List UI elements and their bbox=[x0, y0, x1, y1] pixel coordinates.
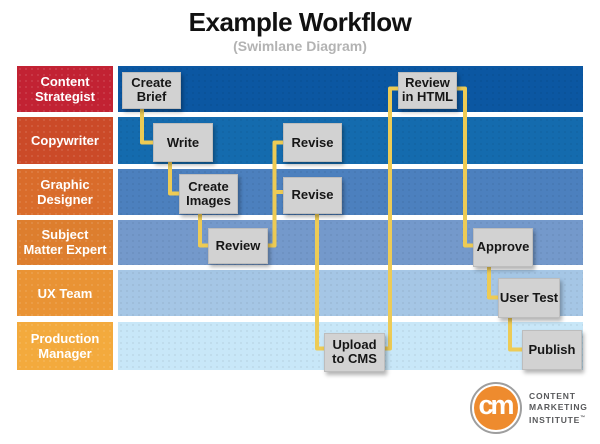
cmi-word-content: CONTENT bbox=[529, 390, 576, 401]
connector-write-to-create-images bbox=[168, 162, 179, 196]
task-create-images: Create Images bbox=[179, 174, 238, 214]
connector-review-in-html-to-approve bbox=[457, 86, 473, 248]
task-upload-to-cms: Upload to CMS bbox=[324, 332, 385, 372]
lane-label-graphic-designer: Graphic Designer bbox=[17, 168, 113, 215]
lane-label-copywriter: Copywriter bbox=[17, 117, 113, 164]
connector-upload-to-cms-to-review-in-html bbox=[384, 86, 398, 351]
cmi-logo-wordmark: CONTENT MARKETING INSTITUTE™ bbox=[529, 391, 588, 426]
page-title: Example Workflow bbox=[188, 7, 412, 37]
cmi-word-marketing: MARKETING bbox=[529, 401, 588, 412]
connector-approve-to-user-test bbox=[487, 266, 498, 300]
task-publish: Publish bbox=[522, 330, 582, 370]
page-subtitle: (Swimlane Diagram) bbox=[233, 38, 367, 54]
lane-label-production-manager: Production Manager bbox=[17, 321, 113, 370]
task-write: Write bbox=[153, 123, 213, 162]
cmi-logo-circle: cm bbox=[470, 382, 522, 434]
cmi-monogram: cm bbox=[478, 389, 514, 420]
lane-label-ux-team: UX Team bbox=[17, 270, 113, 316]
connector-user-test-to-publish bbox=[508, 317, 522, 352]
cmi-logo-orange-disc: cm bbox=[474, 386, 518, 430]
lane-label-content-strategist: Content Strategist bbox=[17, 65, 113, 112]
task-approve: Approve bbox=[473, 228, 533, 267]
connector-revise-to-upload-to-cms bbox=[315, 213, 324, 351]
lane-row-content-strategist bbox=[118, 65, 583, 112]
task-review-in-html: Review in HTML bbox=[398, 71, 457, 109]
task-user-test: User Test bbox=[498, 277, 560, 318]
lane-label-subject-matter-expert: Subject Matter Expert bbox=[17, 219, 113, 265]
task-revise-designer: Revise bbox=[283, 176, 342, 214]
trademark-symbol: ™ bbox=[580, 414, 586, 421]
cmi-word-institute: INSTITUTE™ bbox=[529, 414, 586, 425]
task-review: Review bbox=[208, 227, 268, 264]
task-create-brief: Create Brief bbox=[122, 71, 181, 109]
connector-create-brief-to-write bbox=[140, 108, 153, 145]
cmi-logo: cm CONTENT MARKETING INSTITUTE™ bbox=[470, 382, 588, 434]
task-revise-copywriter: Revise bbox=[283, 123, 342, 162]
connector-create-images-to-review bbox=[198, 213, 208, 248]
